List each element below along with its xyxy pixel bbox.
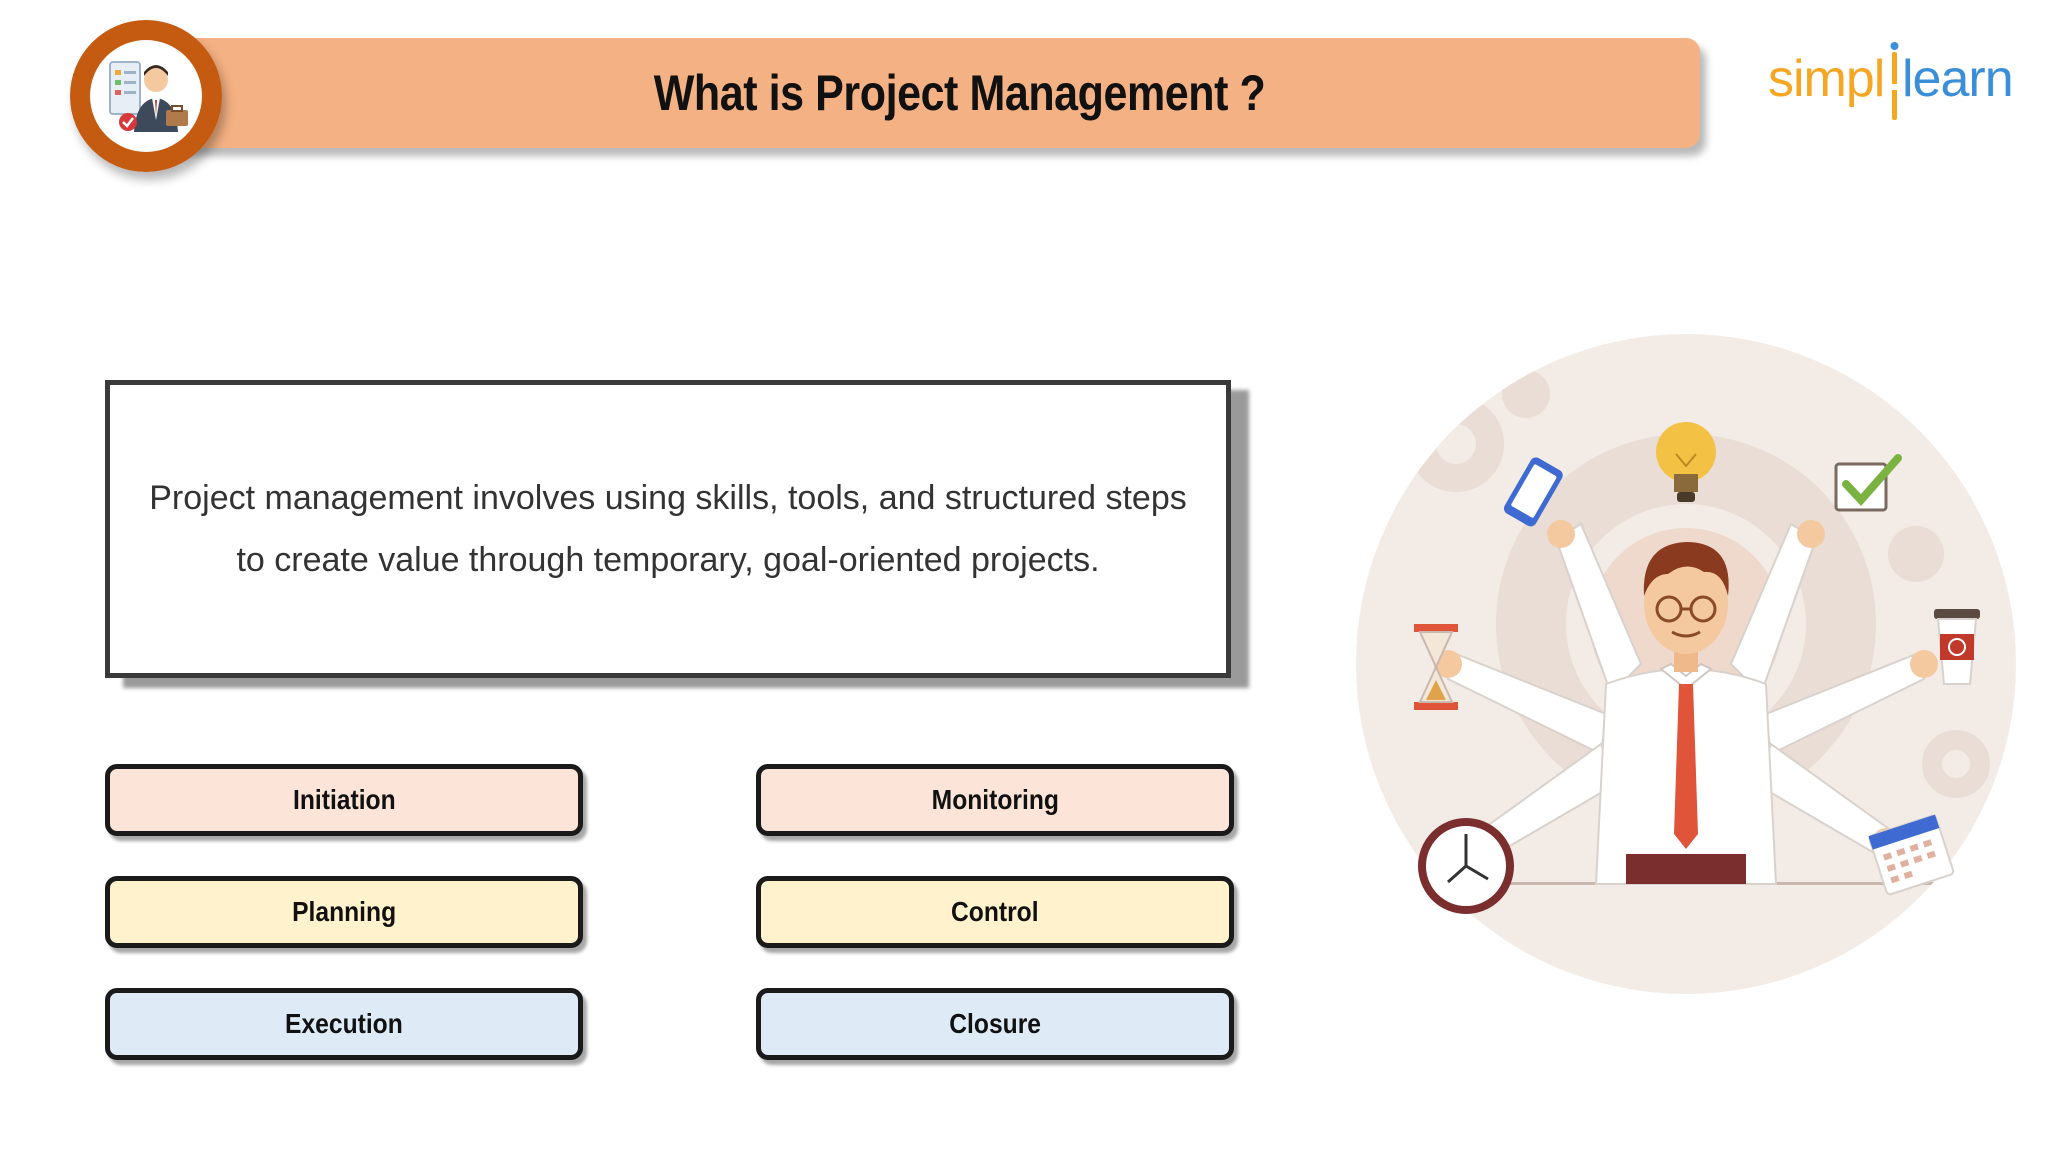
phase-closure-button[interactable]: Closure	[756, 988, 1234, 1060]
definition-line-1: Project management involves using skills…	[149, 479, 1187, 517]
logo-text-simpl: simpl	[1768, 50, 1884, 108]
title-banner: What is Project Management ?	[150, 38, 1700, 148]
phase-execution-button[interactable]: Execution	[105, 988, 583, 1060]
page-title: What is Project Management ?	[654, 65, 1266, 121]
phase-control-button[interactable]: Control	[756, 876, 1234, 948]
definition-card: Project management involves using skills…	[105, 380, 1231, 678]
definition-text: Project management involves using skills…	[149, 467, 1187, 591]
phase-initiation-button[interactable]: Initiation	[105, 764, 583, 836]
phase-label: Planning	[291, 896, 397, 927]
project-manager-avatar-icon	[70, 20, 222, 172]
multitasking-manager-illustration	[1356, 334, 2016, 994]
phase-label: Monitoring	[931, 784, 1059, 815]
phase-label: Execution	[285, 1008, 403, 1039]
phase-label: Control	[951, 896, 1039, 927]
simplilearn-logo: simpl learn	[1768, 34, 2018, 124]
definition-line-2: to create value through temporary, goal-…	[236, 541, 1100, 579]
phase-label: Initiation	[292, 784, 396, 815]
phase-planning-button[interactable]: Planning	[105, 876, 583, 948]
phase-label: Closure	[949, 1008, 1041, 1039]
phase-monitoring-button[interactable]: Monitoring	[756, 764, 1234, 836]
logo-text-learn: learn	[1902, 50, 2013, 108]
